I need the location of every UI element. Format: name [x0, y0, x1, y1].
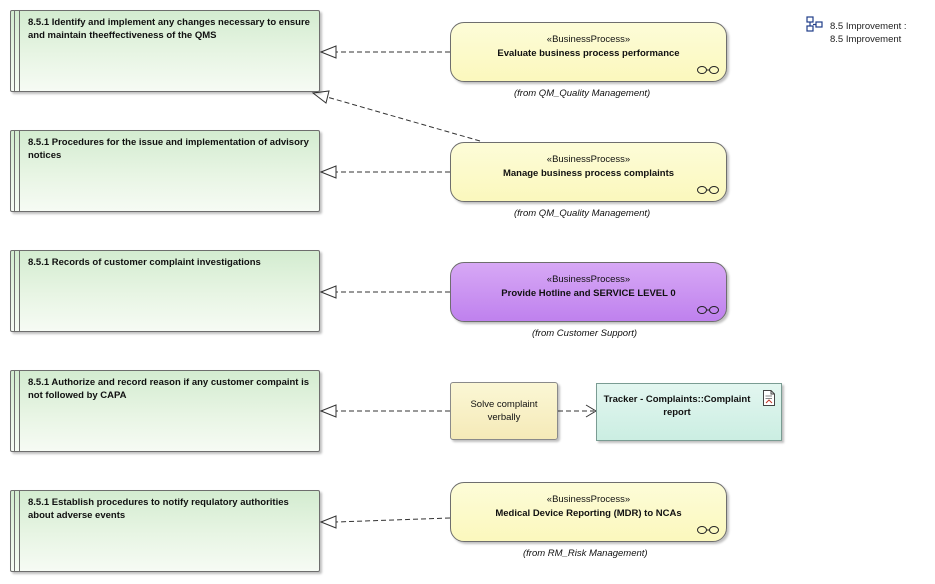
package-reference-label: 8.5 Improvement : 8.5 Improvement [830, 20, 907, 46]
process-source-label: (from RM_Risk Management) [523, 548, 648, 559]
artifact-label-line1: Tracker - Complaints::Complaint [603, 394, 751, 405]
requirement-text: 8.5.1 Procedures for the issue and imple… [28, 137, 309, 161]
activity-solve-complaint[interactable]: Solve complaint verbally [450, 382, 558, 440]
process-medical-device-reporting[interactable]: «BusinessProcess» Medical Device Reporti… [450, 482, 727, 542]
activity-label-line1: Solve complaint [470, 399, 538, 410]
requirement-bar [14, 131, 15, 211]
process-source-label: (from QM_Quality Management) [514, 88, 651, 99]
process-provide-hotline[interactable]: «BusinessProcess» Provide Hotline and SE… [450, 262, 727, 322]
requirement-text: 8.5.1 Records of customer complaint inve… [28, 257, 261, 268]
arrowhead-req3 [319, 285, 337, 299]
package-diagram-icon [806, 16, 823, 32]
requirement-4[interactable]: 8.5.1 Authorize and record reason if any… [10, 370, 320, 452]
package-reference-line2: 8.5 Improvement [830, 34, 902, 45]
arrowhead-req1-b [311, 90, 330, 104]
activity-label-line2: verbally [487, 412, 521, 423]
business-process-icon [697, 186, 719, 194]
arrowhead-req5 [319, 515, 337, 529]
requirement-bar [19, 251, 20, 331]
requirement-5[interactable]: 8.5.1 Establish procedures to notify req… [10, 490, 320, 572]
requirement-1[interactable]: 8.5.1 Identify and implement any changes… [10, 10, 320, 92]
process-stereotype: «BusinessProcess» [546, 34, 631, 45]
requirement-bar [19, 131, 20, 211]
process-stereotype: «BusinessProcess» [546, 274, 631, 285]
artifact-complaint-report[interactable]: Tracker - Complaints::Complaint report [596, 383, 782, 441]
requirement-text: 8.5.1 Identify and implement any changes… [28, 17, 310, 41]
requirement-bar [14, 371, 15, 451]
process-stereotype: «BusinessProcess» [546, 494, 631, 505]
requirement-bar [14, 11, 15, 91]
package-reference-line1: 8.5 Improvement : [830, 21, 907, 32]
requirement-text: 8.5.1 Authorize and record reason if any… [28, 377, 310, 401]
connector-mdr-to-req5[interactable] [335, 517, 451, 523]
requirement-bar [19, 11, 20, 91]
requirement-3[interactable]: 8.5.1 Records of customer complaint inve… [10, 250, 320, 332]
activity-label: Solve complaint verbally [470, 398, 537, 424]
requirement-bar [14, 251, 15, 331]
requirement-bar [19, 491, 20, 571]
requirement-bar [14, 491, 15, 571]
process-evaluate-performance[interactable]: «BusinessProcess» Evaluate business proc… [450, 22, 727, 82]
process-name: Medical Device Reporting (MDR) to NCAs [495, 508, 682, 519]
arrowhead-req2 [319, 165, 337, 179]
business-process-icon [697, 306, 719, 314]
process-source-label: (from QM_Quality Management) [514, 208, 651, 219]
business-process-icon [697, 66, 719, 74]
business-process-icon [697, 526, 719, 534]
artifact-label: Tracker - Complaints::Complaint report [597, 393, 757, 419]
document-icon [763, 390, 775, 406]
arrowhead-req1-a [319, 45, 337, 59]
process-manage-complaints[interactable]: «BusinessProcess» Manage business proces… [450, 142, 727, 202]
process-name: Evaluate business process performance [497, 48, 680, 59]
artifact-label-line2: report [663, 407, 691, 418]
connector-complaints-to-req1[interactable] [326, 96, 481, 142]
requirement-bar [19, 371, 20, 451]
requirement-2[interactable]: 8.5.1 Procedures for the issue and imple… [10, 130, 320, 212]
process-name: Manage business process complaints [502, 168, 675, 179]
requirement-text: 8.5.1 Establish procedures to notify req… [28, 497, 289, 521]
process-name: Provide Hotline and SERVICE LEVEL 0 [501, 288, 676, 299]
process-stereotype: «BusinessProcess» [546, 154, 631, 165]
process-source-label: (from Customer Support) [532, 328, 638, 339]
arrowhead-req4 [319, 404, 337, 418]
